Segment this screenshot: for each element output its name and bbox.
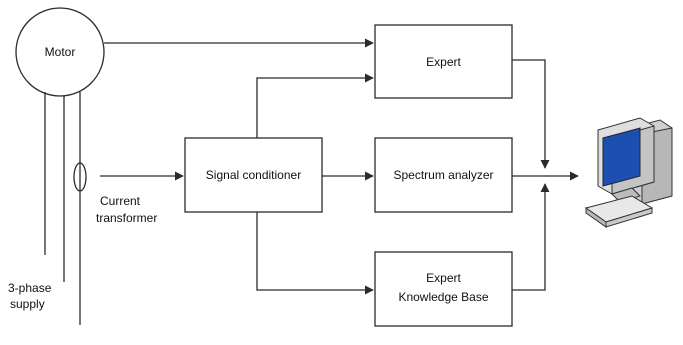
knowledge-base-label-1: Expert [426,271,461,285]
spectrum-analyzer-label: Spectrum analyzer [393,168,493,182]
current-transformer-label-2: transformer [96,211,157,225]
knowledge-base-label-2: Knowledge Base [398,290,488,304]
motor: Motor [15,7,105,97]
spectrum-analyzer-box: Spectrum analyzer [374,137,513,213]
signal-conditioner-label: Signal conditioner [206,168,301,182]
supply-label-2: supply [10,297,45,311]
computer-icon [584,117,673,228]
expert-box: Expert [374,24,513,99]
expert-label: Expert [426,55,461,69]
signal-conditioner-box: Signal conditioner [184,137,323,213]
connectors [100,38,579,295]
current-transformer-label-1: Current [100,194,141,208]
knowledge-base-box: Expert Knowledge Base [374,251,513,327]
supply-lines [44,92,81,325]
motor-label: Motor [45,45,76,59]
supply-label-1: 3-phase [8,281,52,295]
